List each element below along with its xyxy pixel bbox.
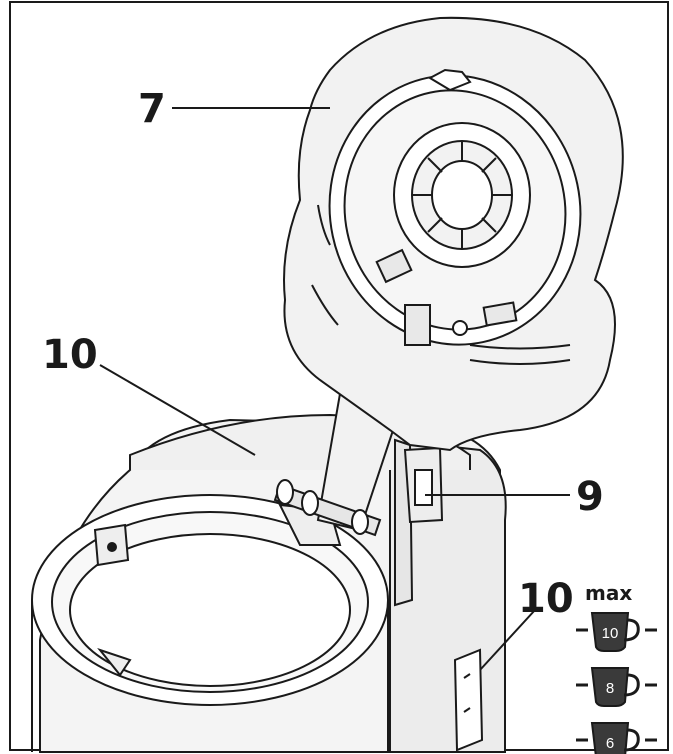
cup-marker-10: 10 — [576, 612, 657, 652]
water-level-window — [453, 648, 484, 752]
cup-number-6: 6 — [606, 735, 614, 752]
holder-post — [403, 446, 444, 524]
water-gauge-max-label: max — [585, 581, 632, 605]
shower-head — [393, 122, 531, 268]
water-reservoir — [31, 494, 389, 752]
cup-number-10: 10 — [602, 625, 619, 642]
cup-marker-6: 6 — [576, 722, 657, 754]
callout-reservoir-number: 10 — [42, 332, 98, 378]
scale-leader — [479, 609, 536, 671]
reservoir-leader — [99, 364, 256, 456]
cup-number-8: 8 — [606, 680, 614, 697]
callout-lines — [99, 107, 570, 671]
callout-holder-number: 9 — [576, 474, 604, 520]
lid — [283, 16, 624, 452]
callout-water-scale-number: 10 — [518, 576, 574, 622]
callout-lid-number: 7 — [138, 86, 166, 132]
cup-marker-8: 8 — [576, 667, 657, 707]
